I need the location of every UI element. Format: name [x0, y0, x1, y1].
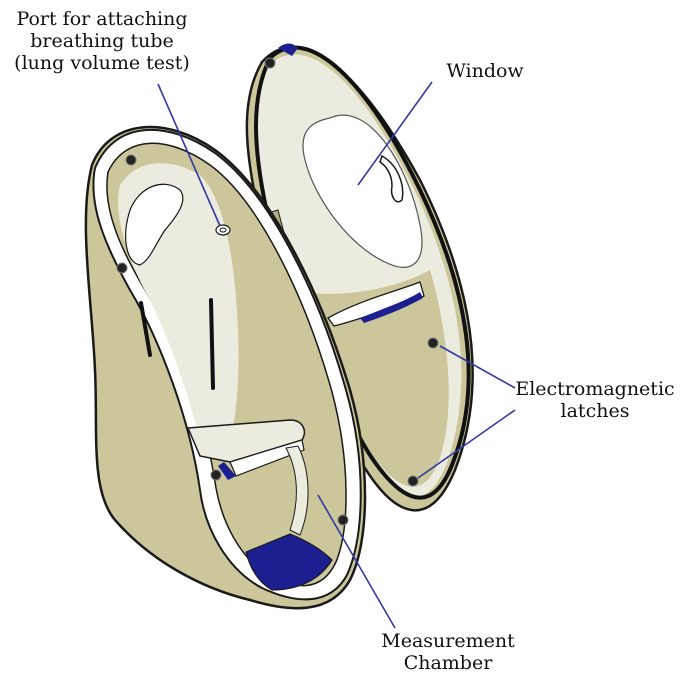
chamber-label: Measurement Chamber [368, 630, 528, 674]
chamber-label-line-1: Measurement [368, 630, 528, 652]
breathing-port-icon [216, 225, 230, 235]
chamber-screw-left [117, 263, 127, 273]
seat-slot-right [211, 300, 213, 388]
chamber-screw-seat [211, 470, 221, 480]
chamber-label-line-2: Chamber [368, 652, 528, 674]
port-label-line-1: Port for attaching [2, 8, 202, 30]
chamber-screw-top [126, 155, 136, 165]
door-latch-lower [408, 476, 418, 486]
latches-label-line-2: latches [505, 400, 685, 422]
window-label: Window [435, 60, 535, 82]
chamber-screw-right [338, 515, 348, 525]
port-label-line-3: (lung volume test) [2, 52, 202, 74]
door-screw-top [265, 58, 275, 68]
window-label-text: Window [435, 60, 535, 82]
latches-label: Electromagnetic latches [505, 378, 685, 422]
door-latch-upper [428, 338, 438, 348]
latches-label-line-1: Electromagnetic [505, 378, 685, 400]
port-label: Port for attaching breathing tube (lung … [2, 8, 202, 74]
port-label-line-2: breathing tube [2, 30, 202, 52]
